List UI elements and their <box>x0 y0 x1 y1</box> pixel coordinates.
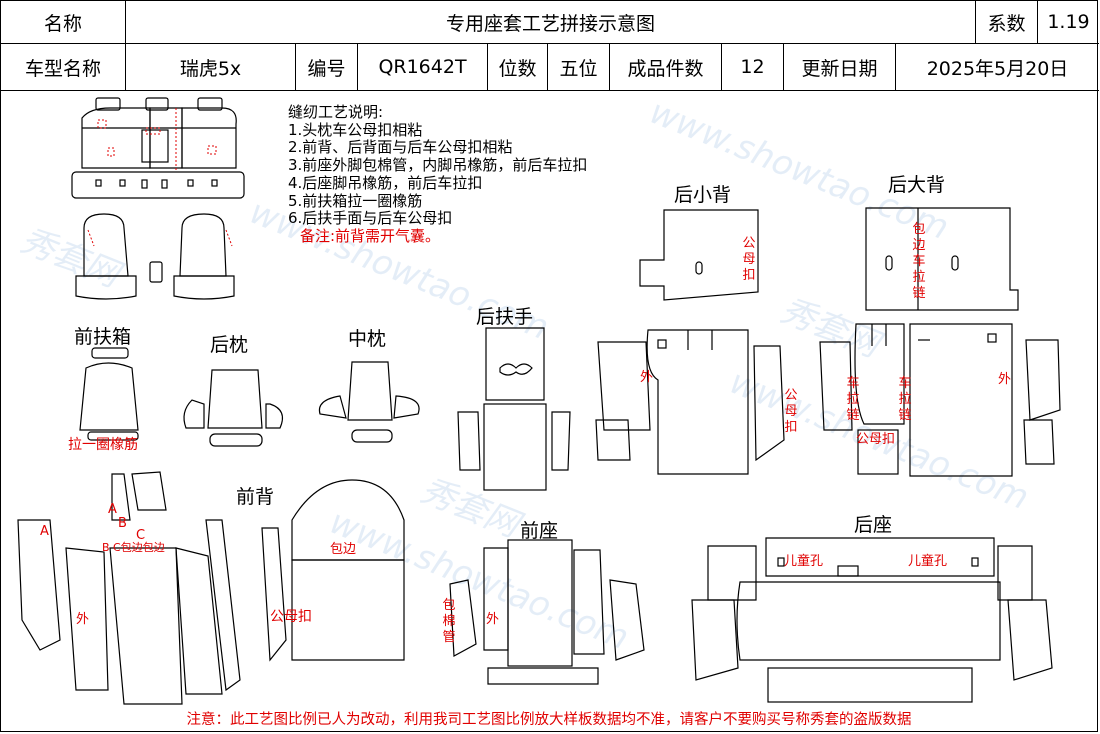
label-mid-headrest: 中枕 <box>348 328 387 350</box>
code-value: QR1642T <box>358 44 488 91</box>
note-snap: 公母扣 <box>742 236 756 283</box>
note-edge-bc: B C包边包边 <box>102 541 165 554</box>
note-snap: 公母扣 <box>270 609 312 625</box>
date-value: 2025年5月20日 <box>896 44 1099 91</box>
note-outer: 外 <box>486 612 500 627</box>
model-value: 瑞虎5x <box>126 44 296 91</box>
note-item: 1.头枕车公母扣相粘 <box>288 120 423 139</box>
note-child-hole: 儿童孔 <box>784 554 824 569</box>
rear-big-back-pieces <box>819 207 1061 477</box>
note-snap: 公母扣 <box>856 432 896 447</box>
note-tube: 包棉管 <box>442 598 456 645</box>
note-snap: 公母扣 <box>784 388 798 435</box>
note-edge: 包边 <box>330 542 357 557</box>
note-item: 4.后座脚吊橡筋，前后车拉扣 <box>288 173 483 192</box>
coef-value: 1.19 <box>1038 1 1099 44</box>
note-outer: 外 <box>998 372 1012 387</box>
pieces-label: 成品件数 <box>610 44 722 91</box>
note-elastic-ring: 拉一圈橡筋 <box>68 437 138 453</box>
seats-value: 五位 <box>548 44 610 91</box>
front-armrest-pieces <box>79 347 139 441</box>
label-rear-big-back: 后大背 <box>888 174 946 196</box>
label-rear-armrest: 后扶手 <box>476 306 534 328</box>
sewing-notes: 缝纫工艺说明: 1.头枕车公母扣相粘 2.前背、后背面与后车公母扣相粘 3.前座… <box>288 103 588 246</box>
front-back-pieces <box>17 471 405 705</box>
name-label: 名称 <box>1 1 126 44</box>
note-mark: A <box>40 524 49 539</box>
footer-notice: 注意：此工艺图比例已人为改动，利用我司工艺图比例放大样板数据均不准，请客户不要购… <box>186 712 912 728</box>
note-item: 2.前背、后背面与后车公母扣相粘 <box>288 138 513 157</box>
label-rear-seat: 后座 <box>854 514 893 536</box>
stitch-marks <box>87 108 233 247</box>
seats-label: 位数 <box>488 44 548 91</box>
note-outer: 外 <box>76 612 90 627</box>
note-mark: C <box>136 528 146 543</box>
note-zip: 车拉链 <box>898 376 912 423</box>
note-item: 3.前座外脚包棉管，内脚吊橡筋，前后车拉扣 <box>288 156 588 175</box>
front-seat-overview <box>75 213 235 300</box>
rear-small-back-pieces <box>595 209 785 475</box>
note-item: 5.前扶箱拉一圈橡筋 <box>288 191 423 210</box>
label-rear-headrest: 后枕 <box>210 334 249 356</box>
note-outer: 外 <box>640 370 654 385</box>
model-label: 车型名称 <box>1 44 126 91</box>
note-edge-zip: 包边车拉链 <box>912 222 926 301</box>
label-front-armrest: 前扶箱 <box>74 326 132 348</box>
note-child-hole: 儿童孔 <box>908 554 948 569</box>
rear-headrest-pieces <box>183 369 283 447</box>
rear-seat-overview <box>71 97 245 199</box>
note-item: 6.后扶手面与后车公母扣 <box>288 209 453 228</box>
rear-seat-pieces <box>691 537 1053 703</box>
coef-label: 系数 <box>976 1 1038 44</box>
note-mark: B <box>118 516 127 531</box>
notes-remark: 备注:前背需开气囊。 <box>300 226 441 245</box>
notes-title: 缝纫工艺说明: <box>288 103 384 121</box>
label-rear-small-back: 后小背 <box>674 184 732 206</box>
date-label: 更新日期 <box>784 44 896 91</box>
mid-headrest-pieces <box>318 361 420 443</box>
label-front-back: 前背 <box>236 486 275 508</box>
page-title: 专用座套工艺拼接示意图 <box>126 1 976 44</box>
code-label: 编号 <box>296 44 358 91</box>
note-mark: A <box>108 502 117 517</box>
label-front-seat: 前座 <box>520 520 559 542</box>
front-seat-pieces <box>449 539 645 685</box>
note-zip: 车拉链 <box>846 376 860 423</box>
pieces-value: 12 <box>722 44 784 91</box>
rear-armrest-pieces <box>457 327 571 491</box>
